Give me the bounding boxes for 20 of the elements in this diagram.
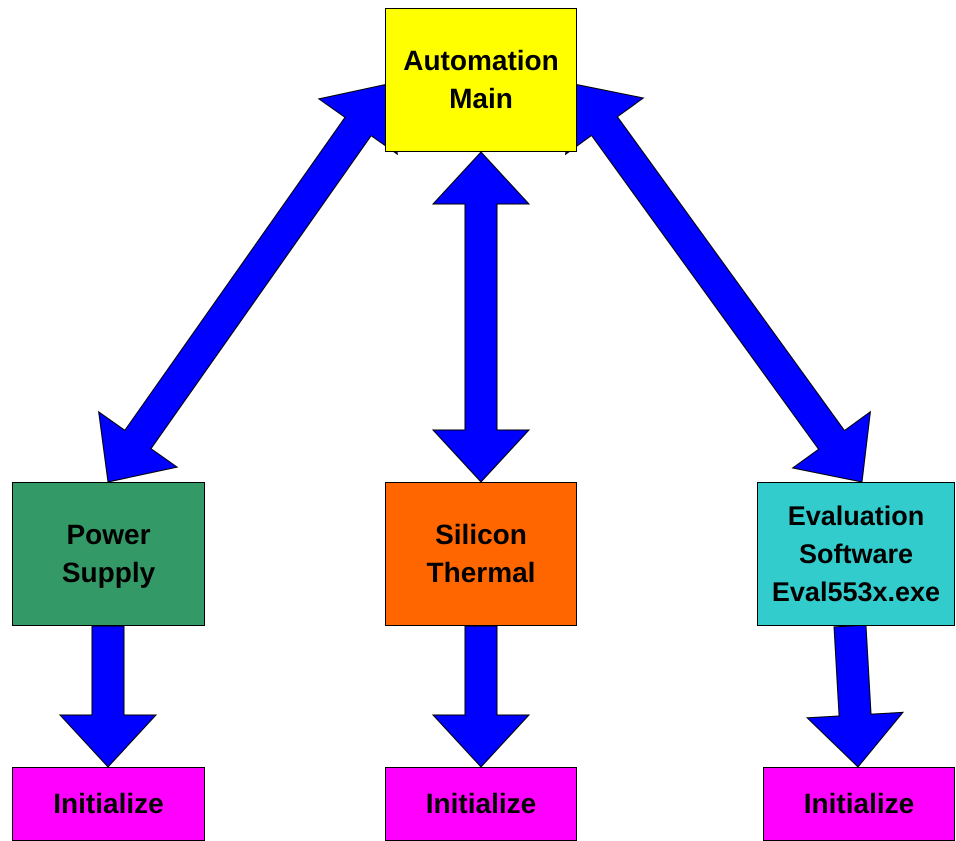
box-label: Evaluation Software Eval553x.exe <box>770 500 942 609</box>
process-box <box>757 482 955 626</box>
block-arrow <box>432 626 530 768</box>
process-box <box>12 767 205 841</box>
block-arrow <box>98 83 398 483</box>
box-label: Silicon Thermal <box>426 518 536 590</box>
box-label: Initialize <box>53 787 164 821</box>
block-arrow <box>58 626 158 768</box>
block-arrow <box>806 624 904 768</box>
process-box <box>763 767 955 841</box>
box-label: Initialize <box>804 787 914 821</box>
process-box <box>385 767 577 841</box>
process-box <box>385 482 577 626</box>
block-arrow <box>564 83 872 483</box>
block-arrow <box>432 151 530 483</box>
box-label: Automation Main <box>402 44 560 116</box>
process-box <box>12 482 205 626</box>
box-label: Initialize <box>426 787 536 821</box>
process-box <box>385 8 577 152</box>
box-label: Power Supply <box>60 518 156 590</box>
